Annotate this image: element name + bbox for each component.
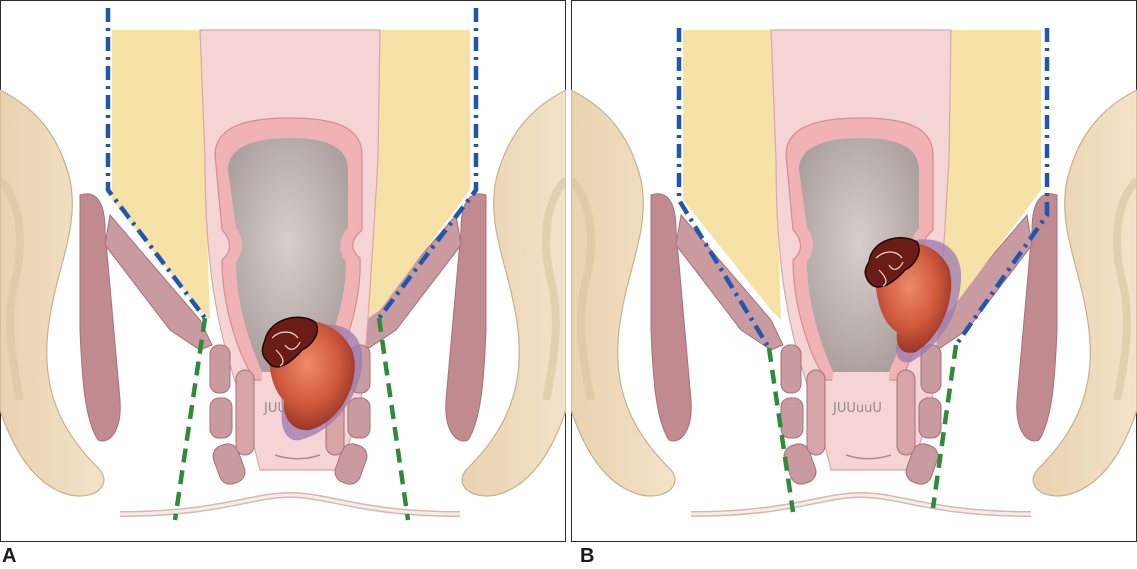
diagram-a: JUU: [0, 0, 566, 542]
diagram-b: JUUuuU: [571, 0, 1137, 542]
anal-valves-label: JUUuuU: [832, 401, 882, 416]
panel-label-b: B: [580, 544, 594, 568]
panel-label-a: A: [2, 544, 16, 568]
panel-a: JUU: [0, 0, 566, 542]
panel-b: JUUuuU: [571, 0, 1137, 542]
